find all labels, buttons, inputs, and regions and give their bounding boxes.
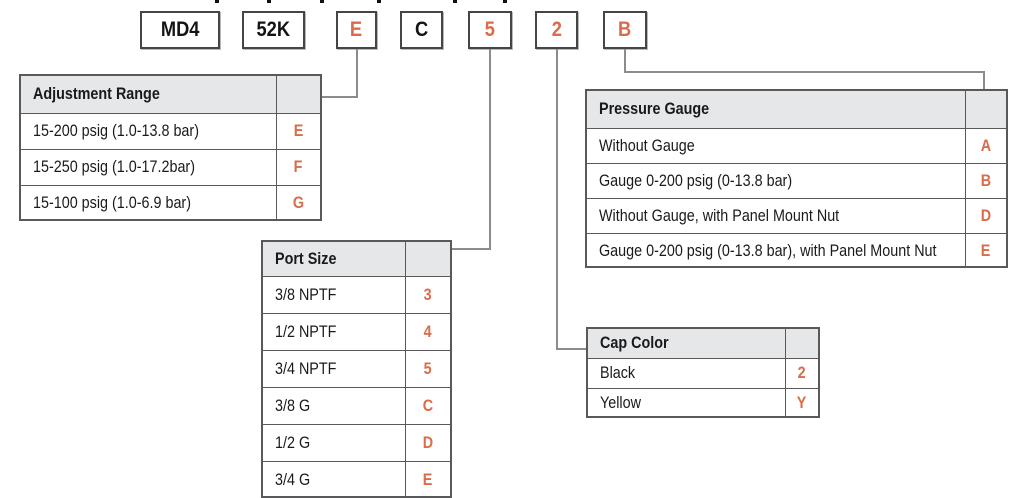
table-row: Yellow Y bbox=[588, 388, 818, 418]
option-code: 5 bbox=[424, 359, 432, 378]
cap-color-table: Cap Color Black 2 Yellow Y bbox=[586, 327, 820, 418]
option-label: 1/2 NPTF bbox=[275, 322, 337, 341]
code-column-header bbox=[405, 242, 450, 276]
option-code: F bbox=[294, 158, 303, 176]
table-row: 1/2 NPTF 4 bbox=[263, 313, 450, 350]
cropped-text-remnant bbox=[267, 0, 271, 3]
connector-b-vertical-lower bbox=[983, 71, 985, 89]
part-code-box-adjustment-range: E bbox=[336, 11, 377, 49]
code-column-header bbox=[785, 329, 818, 358]
part-code-label: C bbox=[414, 18, 429, 41]
table-row: Without Gauge, with Panel Mount Nut D bbox=[587, 198, 1006, 233]
part-code-label: 2 bbox=[551, 18, 562, 41]
option-code: 2 bbox=[798, 364, 806, 382]
table-title: Pressure Gauge bbox=[599, 100, 710, 118]
table-header-row: Adjustment Range bbox=[21, 76, 320, 113]
table-title: Cap Color bbox=[600, 334, 669, 352]
part-code-label: 5 bbox=[484, 18, 496, 41]
table-row: Black 2 bbox=[588, 358, 818, 388]
option-code: D bbox=[980, 206, 992, 225]
code-column-header bbox=[276, 76, 320, 113]
adjustment-range-table: Adjustment Range 15-200 psig (1.0-13.8 b… bbox=[19, 74, 322, 221]
table-row: 3/8 NPTF 3 bbox=[263, 276, 450, 313]
table-title: Port Size bbox=[275, 249, 337, 268]
table-row: 15-100 psig (1.0-6.9 bar) G bbox=[21, 185, 320, 221]
pressure-gauge-table: Pressure Gauge Without Gauge A Gauge 0-2… bbox=[585, 89, 1008, 268]
table-row: 3/4 NPTF 5 bbox=[263, 350, 450, 387]
table-row: 15-200 psig (1.0-13.8 bar) E bbox=[21, 113, 320, 149]
part-code-box-c: C bbox=[400, 11, 443, 49]
part-code-box-cap-color: 2 bbox=[535, 11, 578, 49]
option-code: A bbox=[980, 136, 992, 155]
connector-2-vertical bbox=[556, 49, 558, 350]
option-code: E bbox=[423, 470, 433, 489]
table-row: 3/4 G E bbox=[263, 461, 450, 498]
option-label: 3/8 NPTF bbox=[275, 285, 337, 304]
option-label: 1/2 G bbox=[275, 433, 311, 452]
option-label: 3/8 G bbox=[275, 396, 311, 415]
part-code-label: E bbox=[350, 18, 363, 41]
part-code-label: 52K bbox=[256, 18, 291, 41]
connector-5-vertical bbox=[489, 49, 491, 250]
connector-e-vertical bbox=[356, 49, 358, 98]
cropped-text-remnant bbox=[320, 0, 324, 3]
table-header-row: Pressure Gauge bbox=[587, 91, 1006, 128]
option-code: D bbox=[422, 433, 434, 452]
option-code: Y bbox=[797, 394, 807, 412]
code-column-header bbox=[965, 91, 1006, 128]
connector-e-horizontal bbox=[322, 96, 358, 98]
part-code-label: MD4 bbox=[160, 18, 200, 41]
port-size-table: Port Size 3/8 NPTF 3 1/2 NPTF 4 3/4 NPTF… bbox=[261, 240, 452, 498]
option-code: C bbox=[422, 396, 434, 415]
connector-b-horizontal bbox=[624, 71, 985, 73]
table-row: 1/2 G D bbox=[263, 424, 450, 461]
table-title: Adjustment Range bbox=[33, 85, 160, 103]
part-code-label: B bbox=[618, 18, 632, 41]
cropped-text-remnant bbox=[453, 0, 457, 3]
option-code: E bbox=[293, 122, 304, 140]
option-label: Gauge 0-200 psig (0-13.8 bar), with Pane… bbox=[599, 241, 937, 260]
option-label: 15-200 psig (1.0-13.8 bar) bbox=[33, 122, 199, 140]
option-label: Without Gauge, with Panel Mount Nut bbox=[599, 206, 840, 225]
option-label: Gauge 0-200 psig (0-13.8 bar) bbox=[599, 171, 793, 190]
part-code-box-md4: MD4 bbox=[140, 11, 220, 49]
option-label: 3/4 G bbox=[275, 470, 311, 489]
option-code: 3 bbox=[424, 285, 432, 304]
option-code: G bbox=[292, 194, 305, 212]
table-header-row: Cap Color bbox=[588, 329, 818, 358]
connector-5-horizontal bbox=[452, 248, 491, 250]
connector-b-vertical-upper bbox=[624, 49, 626, 73]
option-label: Without Gauge bbox=[599, 136, 695, 155]
option-label: Black bbox=[600, 364, 636, 382]
connector-2-horizontal bbox=[556, 348, 586, 350]
option-label: 15-100 psig (1.0-6.9 bar) bbox=[33, 194, 192, 212]
table-row: Without Gauge A bbox=[587, 128, 1006, 163]
cropped-text-remnant bbox=[503, 0, 507, 3]
cropped-text-remnant bbox=[215, 0, 219, 3]
option-label: 3/4 NPTF bbox=[275, 359, 337, 378]
option-code: E bbox=[981, 241, 991, 260]
part-code-box-port-size: 5 bbox=[468, 11, 512, 49]
table-row: 15-250 psig (1.0-17.2bar) F bbox=[21, 149, 320, 185]
part-code-box-52k: 52K bbox=[242, 11, 305, 49]
part-code-box-pressure-gauge: B bbox=[603, 11, 647, 49]
table-row: Gauge 0-200 psig (0-13.8 bar), with Pane… bbox=[587, 233, 1006, 268]
option-label: 15-250 psig (1.0-17.2bar) bbox=[33, 158, 195, 176]
option-code: B bbox=[980, 171, 992, 190]
table-header-row: Port Size bbox=[263, 242, 450, 276]
table-row: 3/8 G C bbox=[263, 387, 450, 424]
option-code: 4 bbox=[424, 322, 432, 341]
option-label: Yellow bbox=[600, 394, 641, 412]
cropped-text-remnant bbox=[377, 0, 381, 3]
table-row: Gauge 0-200 psig (0-13.8 bar) B bbox=[587, 163, 1006, 198]
